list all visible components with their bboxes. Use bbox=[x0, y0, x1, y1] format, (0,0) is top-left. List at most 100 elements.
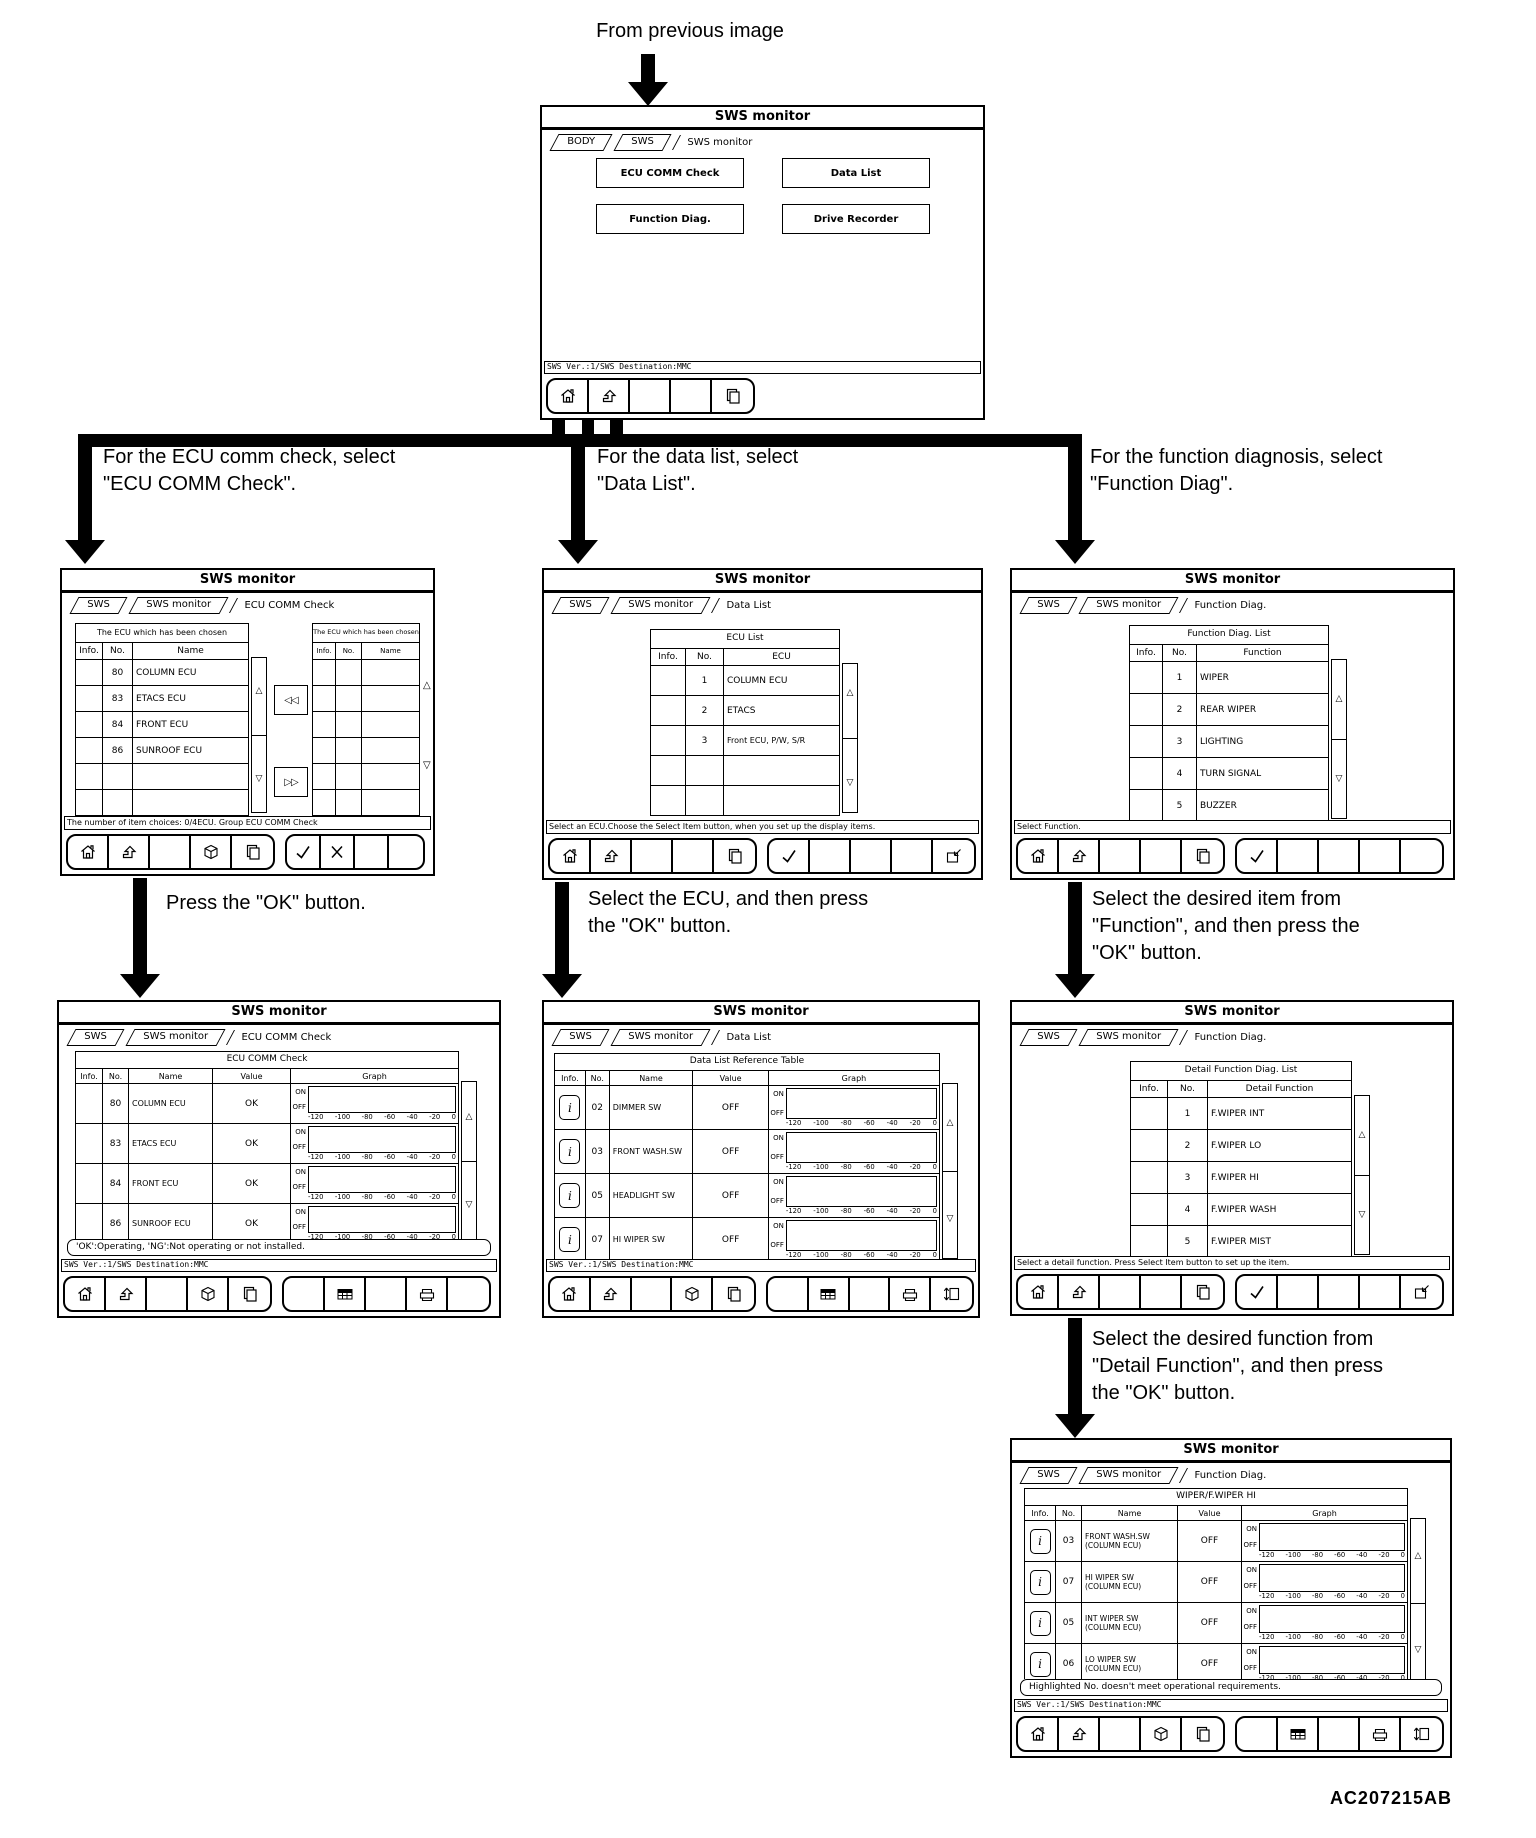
tab-sws[interactable]: SWS bbox=[613, 133, 671, 151]
scroll-up-icon[interactable]: △ bbox=[846, 688, 854, 698]
table-row[interactable]: 4 F.WIPER WASH bbox=[1131, 1193, 1351, 1225]
table-row[interactable]: 3 LIGHTING bbox=[1130, 725, 1328, 757]
table-row[interactable]: 80 COLUMN ECU bbox=[76, 659, 248, 685]
return-button[interactable] bbox=[1059, 840, 1100, 872]
table-row[interactable]: 2 ETACS bbox=[651, 695, 839, 725]
scroll-up-icon[interactable]: △ bbox=[1335, 694, 1343, 704]
copy-button[interactable] bbox=[714, 840, 755, 872]
table-row[interactable]: 5 F.WIPER MIST bbox=[1131, 1225, 1351, 1256]
tab-sws-monitor[interactable]: SWS monitor bbox=[610, 596, 711, 614]
print-button[interactable] bbox=[890, 1278, 932, 1310]
scroll-down-icon[interactable]: ▽ bbox=[946, 1214, 954, 1224]
copy-button[interactable] bbox=[229, 1278, 270, 1310]
scrollbar[interactable]: △ ▽ bbox=[1354, 1095, 1370, 1255]
home-button[interactable] bbox=[65, 1278, 106, 1310]
scrollbar[interactable]: △ ▽ bbox=[1410, 1518, 1426, 1679]
scroll-up-icon[interactable]: △ bbox=[423, 680, 431, 691]
return-button[interactable] bbox=[109, 836, 150, 868]
tab-sws[interactable]: SWS bbox=[551, 596, 610, 614]
ok-button[interactable] bbox=[1237, 840, 1278, 872]
package-button[interactable] bbox=[1141, 1718, 1182, 1750]
tab-sws-monitor[interactable]: SWS monitor bbox=[610, 1028, 711, 1046]
scrollbar[interactable]: △ ▽ bbox=[461, 1081, 477, 1239]
table-row[interactable]: 1 WIPER bbox=[1130, 661, 1328, 693]
info-icon[interactable]: i bbox=[1029, 1528, 1051, 1554]
drive-recorder-button[interactable]: Drive Recorder bbox=[782, 204, 930, 234]
scroll-down-icon[interactable]: ▽ bbox=[846, 778, 854, 788]
info-icon[interactable]: i bbox=[1029, 1569, 1051, 1595]
home-button[interactable] bbox=[1018, 1718, 1059, 1750]
print-button[interactable] bbox=[1360, 1718, 1401, 1750]
copy-button[interactable] bbox=[232, 836, 273, 868]
data-list-button[interactable]: Data List bbox=[782, 158, 930, 188]
select-item-button[interactable] bbox=[933, 840, 974, 872]
ok-button[interactable] bbox=[1237, 1276, 1278, 1308]
return-button[interactable] bbox=[589, 380, 630, 412]
home-button[interactable] bbox=[1018, 840, 1059, 872]
table-row[interactable]: 4 TURN SIGNAL bbox=[1130, 757, 1328, 789]
tab-sws-monitor[interactable]: SWS monitor bbox=[125, 1028, 226, 1046]
return-button[interactable] bbox=[106, 1278, 147, 1310]
move-right-button[interactable]: ▷▷ bbox=[274, 767, 308, 797]
scrollbar[interactable]: △ ▽ bbox=[842, 663, 858, 813]
package-button[interactable] bbox=[191, 836, 232, 868]
tab-sws-monitor[interactable]: SWS monitor bbox=[1078, 1466, 1179, 1484]
copy-button[interactable] bbox=[1182, 1718, 1223, 1750]
table-row[interactable]: 83 ETACS ECU bbox=[76, 685, 248, 711]
home-button[interactable] bbox=[548, 380, 589, 412]
table-row[interactable]: 2 REAR WIPER bbox=[1130, 693, 1328, 725]
tab-sws[interactable]: SWS bbox=[551, 1028, 610, 1046]
scroll-up-icon[interactable]: △ bbox=[465, 1112, 473, 1122]
home-button[interactable] bbox=[550, 840, 591, 872]
info-icon[interactable]: i bbox=[1029, 1651, 1051, 1677]
scroll-down-icon[interactable]: ▽ bbox=[423, 760, 431, 771]
copy-button[interactable] bbox=[713, 1278, 754, 1310]
package-button[interactable] bbox=[188, 1278, 229, 1310]
return-button[interactable] bbox=[1059, 1276, 1100, 1308]
scroll-down-icon[interactable]: ▽ bbox=[1414, 1645, 1422, 1655]
table-row[interactable]: 5 BUZZER bbox=[1130, 789, 1328, 820]
scroll-down-icon[interactable]: ▽ bbox=[465, 1200, 473, 1210]
info-icon[interactable]: i bbox=[559, 1095, 581, 1120]
tab-sws[interactable]: SWS bbox=[66, 1028, 125, 1046]
scrollbar[interactable]: △ ▽ bbox=[251, 657, 267, 813]
scroll-down-icon[interactable]: ▽ bbox=[1358, 1210, 1366, 1220]
print-button[interactable] bbox=[407, 1278, 448, 1310]
scroll-up-icon[interactable]: △ bbox=[946, 1118, 954, 1128]
return-button[interactable] bbox=[1059, 1718, 1100, 1750]
table-row[interactable]: 3 Front ECU, P/W, S/R bbox=[651, 725, 839, 755]
table-row[interactable]: 1 COLUMN ECU bbox=[651, 665, 839, 695]
tab-body[interactable]: BODY bbox=[549, 133, 613, 151]
move-left-button[interactable]: ◁◁ bbox=[274, 685, 308, 715]
table-row[interactable]: 1 F.WIPER INT bbox=[1131, 1097, 1351, 1129]
scroll-up-icon[interactable]: △ bbox=[1414, 1551, 1422, 1561]
table-row[interactable]: 2 F.WIPER LO bbox=[1131, 1129, 1351, 1161]
copy-button[interactable] bbox=[1182, 840, 1223, 872]
tab-sws[interactable]: SWS bbox=[69, 596, 128, 614]
function-diag-button[interactable]: Function Diag. bbox=[596, 204, 744, 234]
info-icon[interactable]: i bbox=[559, 1183, 581, 1208]
home-button[interactable] bbox=[1018, 1276, 1059, 1308]
table-row[interactable]: 86 SUNROOF ECU bbox=[76, 737, 248, 763]
scrollbar[interactable]: △ ▽ bbox=[942, 1083, 958, 1259]
tab-sws[interactable]: SWS bbox=[1019, 1028, 1078, 1046]
tab-sws[interactable]: SWS bbox=[1019, 1466, 1078, 1484]
tab-sws-monitor[interactable]: SWS monitor bbox=[1078, 1028, 1179, 1046]
return-button[interactable] bbox=[591, 840, 632, 872]
ecu-comm-check-button[interactable]: ECU COMM Check bbox=[596, 158, 744, 188]
scrollbar[interactable]: △ ▽ bbox=[1331, 659, 1347, 819]
copy-button[interactable] bbox=[1182, 1276, 1223, 1308]
scroll-down-icon[interactable]: ▽ bbox=[1335, 774, 1343, 784]
home-button[interactable] bbox=[550, 1278, 591, 1310]
copy-button[interactable] bbox=[712, 380, 753, 412]
table-row[interactable]: 84 FRONT ECU bbox=[76, 711, 248, 737]
return-button[interactable] bbox=[591, 1278, 632, 1310]
table-view-button[interactable] bbox=[1278, 1718, 1319, 1750]
table-row[interactable]: 3 F.WIPER HI bbox=[1131, 1161, 1351, 1193]
tab-sws-monitor[interactable]: SWS monitor bbox=[128, 596, 229, 614]
ok-button[interactable] bbox=[769, 840, 810, 872]
select-item-button[interactable] bbox=[1401, 1276, 1442, 1308]
package-button[interactable] bbox=[672, 1278, 714, 1310]
scroll-up-icon[interactable]: △ bbox=[1358, 1130, 1366, 1140]
info-icon[interactable]: i bbox=[559, 1227, 581, 1252]
